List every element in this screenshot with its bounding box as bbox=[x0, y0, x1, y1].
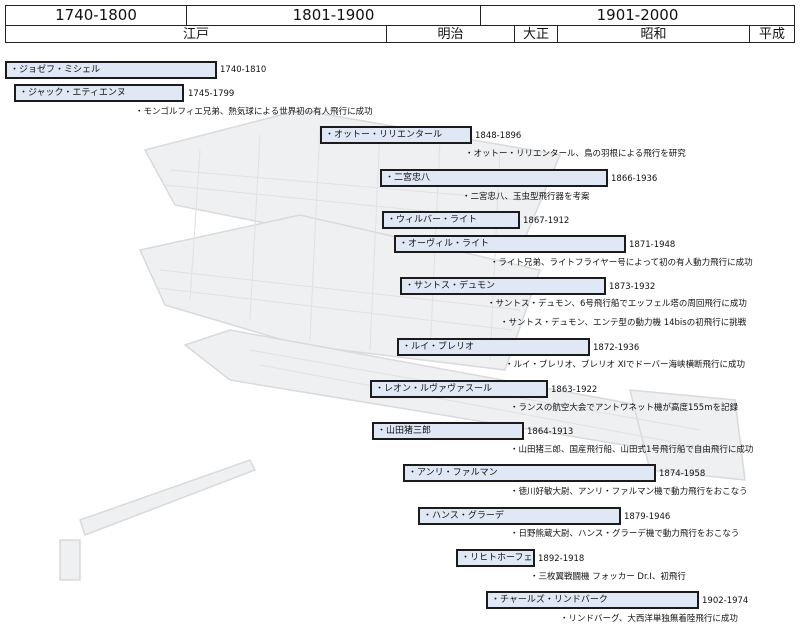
person-years: 1871-1948 bbox=[629, 240, 676, 250]
person-bar: ・ルイ・ブレリオ bbox=[397, 338, 590, 356]
person-bar: ・ジャック・エティエンヌ bbox=[14, 84, 184, 102]
event-note: ・オットー・リリエンタール、鳥の羽根による飛行を研究 bbox=[465, 149, 686, 159]
person-bar: ・オーヴィル・ライト bbox=[394, 235, 626, 253]
person-years: 1879-1946 bbox=[624, 512, 671, 522]
person-bar: ・リヒトホーフェン bbox=[456, 549, 535, 567]
event-note: ・徳川好敏大尉、アンリ・ファルマン機で動力飛行をおこなう bbox=[510, 487, 748, 497]
person-years: 1864-1913 bbox=[527, 427, 574, 437]
person-years: 1902-1974 bbox=[702, 596, 749, 606]
person-years: 1867-1912 bbox=[523, 216, 570, 226]
period-1901-2000: 1901-2000 bbox=[480, 5, 795, 26]
person-bar: ・二宮忠八 bbox=[380, 169, 608, 187]
person-years: 1873-1932 bbox=[609, 282, 656, 292]
era-edo: 江戸 bbox=[5, 25, 387, 43]
person-bar: ・アンリ・ファルマン bbox=[403, 464, 656, 482]
person-years: 1874-1958 bbox=[659, 469, 706, 479]
person-bar: ・レオン・ルヴァヴァスール bbox=[370, 380, 548, 398]
era-showa: 昭和 bbox=[557, 25, 750, 43]
period-1740-1800: 1740-1800 bbox=[5, 5, 187, 26]
event-note: ・日野熊蔵大尉、ハンス・グラーデ機で動力飛行をおこなう bbox=[510, 529, 740, 539]
person-bar: ・ウィルバー・ライト bbox=[382, 211, 520, 229]
event-note: ・リンドバーグ、大西洋単独無着陸飛行に成功 bbox=[560, 614, 738, 624]
person-years: 1848-1896 bbox=[475, 131, 522, 141]
person-years: 1745-1799 bbox=[188, 89, 235, 99]
person-years: 1892-1918 bbox=[538, 554, 585, 564]
person-years: 1866-1936 bbox=[611, 174, 658, 184]
era-heisei: 平成 bbox=[749, 25, 795, 43]
event-note: ・サントス・デュモン、エンテ型の動力機 14bisの初飛行に挑戦 bbox=[500, 318, 747, 328]
event-note: ・ランスの航空大会でアントワネット機が高度155mを記録 bbox=[510, 403, 738, 413]
event-note: ・ライト兄弟、ライトフライヤー号によって初の有人動力飛行に成功 bbox=[490, 258, 753, 268]
event-note: ・三枚翼戦闘機 フォッカー Dr.I、初飛行 bbox=[530, 572, 686, 582]
event-note: ・ルイ・ブレリオ、ブレリオ XIでドーバー海峡横断飛行に成功 bbox=[505, 360, 745, 370]
event-note: ・サントス・デュモン、6号飛行船でエッフェル塔の周回飛行に成功 bbox=[487, 299, 747, 309]
person-years: 1872-1936 bbox=[593, 343, 640, 353]
person-bar: ・山田猪三郎 bbox=[372, 422, 524, 440]
person-years: 1740-1810 bbox=[220, 65, 267, 75]
period-1801-1900: 1801-1900 bbox=[186, 5, 481, 26]
person-bar: ・ジョゼフ・ミシェル bbox=[5, 61, 217, 79]
person-bar: ・サントス・デュモン bbox=[400, 277, 606, 295]
person-bar: ・チャールズ・リンドバーク bbox=[486, 591, 699, 609]
person-bar: ・オットー・リリエンタール bbox=[320, 126, 472, 144]
event-note: ・二宮忠八、玉虫型飛行器を考案 bbox=[462, 192, 590, 202]
event-note: ・モンゴルフィエ兄弟、熱気球による世界初の有人飛行に成功 bbox=[135, 107, 373, 117]
event-note: ・山田猪三郎、国産飛行船、山田式1号飛行船で自由飛行に成功 bbox=[510, 445, 754, 455]
era-meiji: 明治 bbox=[386, 25, 515, 43]
era-taisho: 大正 bbox=[514, 25, 558, 43]
person-bar: ・ハンス・グラーデ bbox=[418, 507, 621, 525]
person-years: 1863-1922 bbox=[551, 385, 598, 395]
